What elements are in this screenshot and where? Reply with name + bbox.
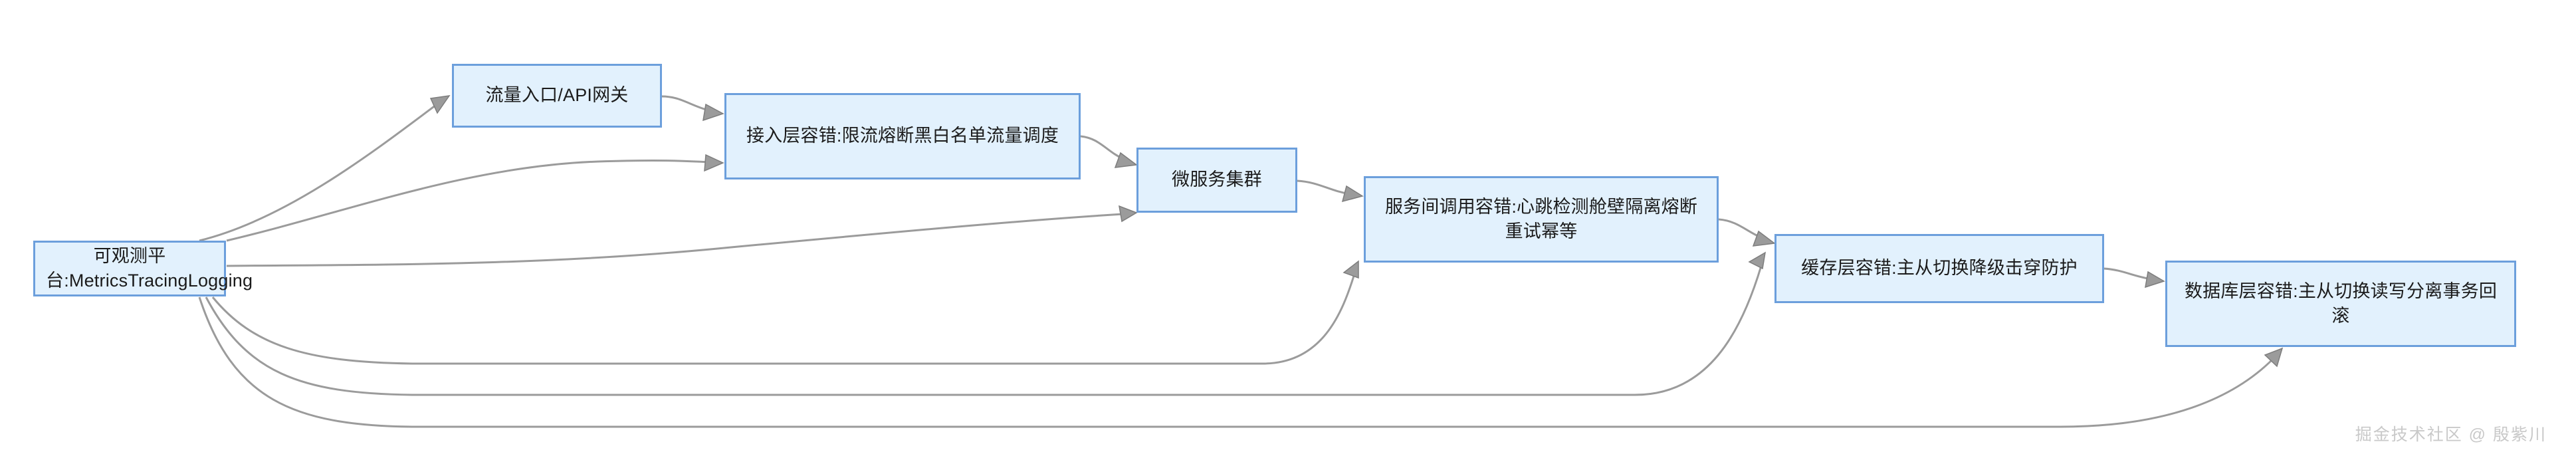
edge-microservice-cluster-to-service-call — [1297, 179, 1364, 203]
edge-gateway-to-access-layer — [661, 95, 724, 122]
edge-observability-to-microservice-cluster — [226, 205, 1138, 267]
edge-observability-to-database-layer — [198, 296, 2284, 428]
edge-observability-to-gateway — [199, 95, 451, 242]
node-database-layer-fault-tolerance-label: 数据库层容错:主从切换读写分离事务回滚 — [2184, 281, 2498, 326]
node-observability-platform-label: 可观测平台:MetricsTracingLogging — [46, 245, 253, 290]
node-traffic-gateway-label: 流量入口/API网关 — [485, 85, 629, 106]
node-cache-layer-fault-tolerance[interactable]: 缓存层容错:主从切换降级击穿防护 — [1774, 234, 2104, 303]
node-microservice-cluster-label: 微服务集群 — [1172, 170, 1262, 190]
node-access-layer-fault-tolerance-label: 接入层容错:限流熔断黑白名单流量调度 — [746, 126, 1059, 146]
watermark-text: 掘金技术社区 @ 殷紫川 — [2355, 425, 2547, 444]
node-traffic-gateway[interactable]: 流量入口/API网关 — [452, 64, 662, 128]
edge-access-layer-to-microservice-cluster — [1080, 135, 1138, 168]
node-cache-layer-fault-tolerance-label: 缓存层容错:主从切换降级击穿防护 — [1801, 258, 2078, 279]
node-service-call-fault-tolerance-label: 服务间调用容错:心跳检测舱壁隔离熔断重试幂等 — [1384, 196, 1698, 241]
node-microservice-cluster[interactable]: 微服务集群 — [1136, 148, 1297, 213]
node-observability-platform[interactable]: 可观测平台:MetricsTracingLogging — [33, 241, 253, 296]
edge-observability-to-cache-layer — [205, 251, 1767, 396]
node-access-layer-fault-tolerance[interactable]: 接入层容错:限流熔断黑白名单流量调度 — [724, 93, 1081, 179]
edge-cache-layer-to-database-layer — [2103, 267, 2165, 288]
node-database-layer-fault-tolerance[interactable]: 数据库层容错:主从切换读写分离事务回滚 — [2165, 261, 2516, 347]
edge-observability-to-service-call — [211, 260, 1359, 365]
edge-observability-to-access-layer — [226, 154, 724, 242]
node-service-call-fault-tolerance[interactable]: 服务间调用容错:心跳检测舱壁隔离熔断重试幂等 — [1364, 176, 1719, 263]
edge-service-call-to-cache-layer — [1718, 218, 1776, 247]
